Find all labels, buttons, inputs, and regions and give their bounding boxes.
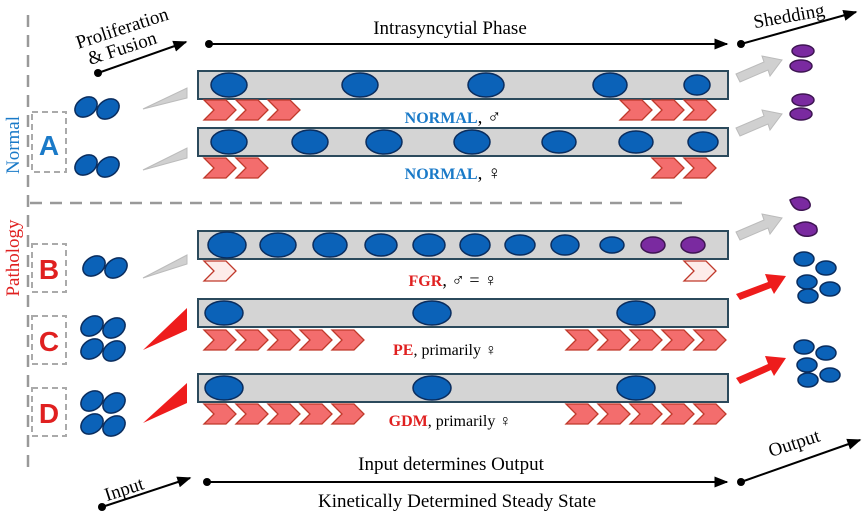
row-c-left-chevron-1 <box>202 329 237 351</box>
input-wedge-b <box>142 254 188 279</box>
row-c-label-rest: , primarily ♀ <box>413 342 497 359</box>
row-d-label-bold: GDM <box>389 413 428 430</box>
shed-nuclei-cd <box>793 339 841 388</box>
group-label-pathology: Pathology <box>3 219 24 297</box>
row-d-right-chevron-2 <box>596 403 631 425</box>
shedding-arrow-b-top <box>735 213 783 241</box>
input-arrow <box>101 476 192 508</box>
row-b-letter: B <box>39 254 59 285</box>
shed-particles-b <box>789 196 818 238</box>
row-b-label: FGR, ♂ = ♀ <box>409 270 498 290</box>
row-d-letter: D <box>39 398 59 429</box>
row-c-right-chevron-4 <box>660 329 695 351</box>
group-label-normal: Normal <box>3 116 24 174</box>
nuclei-row-b <box>207 231 625 259</box>
row-d-letter-box <box>31 387 67 437</box>
input-label: Input <box>102 473 147 506</box>
proliferation-arrow <box>97 40 188 74</box>
row-a-female-left-chevron-2 <box>234 157 269 179</box>
row-b-label-bold: FGR <box>409 273 443 290</box>
row-c-right-chevron-1 <box>564 329 599 351</box>
row-c-letter-box <box>31 315 67 365</box>
row-b-right-chevron-1 <box>682 260 717 282</box>
row-a-female-label-bold: NORMAL <box>405 166 478 183</box>
input-wedge-c <box>143 308 187 350</box>
row-d-right-chevron-3 <box>628 403 663 425</box>
shed-particles-a-female <box>789 93 815 121</box>
row-d-left-chevron-2 <box>234 403 269 425</box>
row-a-female-left-chevron-1 <box>202 157 237 179</box>
row-a-letter: A <box>39 130 59 161</box>
row-a-male-left-chevron-3 <box>266 99 301 121</box>
row-a-male-right-chevron-2 <box>650 99 685 121</box>
row-d-left-chevron-5 <box>330 403 365 425</box>
row-d-left-chevron-3 <box>266 403 301 425</box>
shed-particles-a-male <box>789 44 815 73</box>
chevron-rows <box>202 99 727 425</box>
cell-cluster-a-bottom <box>74 154 120 178</box>
row-b-letter-box <box>31 243 67 293</box>
row-c-right-chevron-5 <box>692 329 727 351</box>
cell-cluster-a-top <box>74 96 120 120</box>
footer-line2: Kinetically Determined Steady State <box>318 491 596 512</box>
row-a-letter-box <box>31 111 67 173</box>
red-arrow-c <box>736 356 786 384</box>
row-c-left-chevron-5 <box>330 329 365 351</box>
row-d-right-chevron-1 <box>564 403 599 425</box>
input-wedge-d <box>143 383 187 423</box>
row-d-left-chevron-1 <box>202 403 237 425</box>
row-a-male-left-chevron-2 <box>234 99 269 121</box>
row-d-left-chevron-4 <box>298 403 333 425</box>
row-c-left-chevron-4 <box>298 329 333 351</box>
footer-line1: Input determines Output <box>358 454 544 475</box>
row-a-female-label-symbol: , ♀ <box>478 163 502 184</box>
row-d-right-chevron-5 <box>692 403 727 425</box>
nuclei-row-a-female <box>210 129 719 155</box>
nuclei-row-a-male <box>210 72 711 98</box>
row-c-left-chevron-2 <box>234 329 269 351</box>
shedding-arrow-a-female <box>735 109 783 137</box>
purple-nuclei-row-b <box>640 236 706 254</box>
row-b-left-chevron-1 <box>202 260 237 282</box>
row-a-male-right-chevron-3 <box>682 99 717 121</box>
shedding-label: Shedding <box>752 0 827 33</box>
row-c-left-chevron-3 <box>266 329 301 351</box>
phase-title: Intrasyncytial Phase <box>373 18 527 39</box>
cell-cluster-d <box>80 390 126 437</box>
row-c-right-chevron-2 <box>596 329 631 351</box>
syncytium-bar-a-male <box>197 70 729 100</box>
input-wedge-a-top <box>142 87 188 110</box>
row-a-female-right-chevron-1 <box>650 157 685 179</box>
row-b-label-rest: , ♂ = ♀ <box>442 270 497 290</box>
shedding-arrow-a-male <box>735 55 783 83</box>
row-a-male-left-chevron-1 <box>202 99 237 121</box>
output-arrow <box>740 438 862 483</box>
nuclei-row-d <box>204 375 656 401</box>
row-c-label: PE, primarily ♀ <box>393 342 497 359</box>
row-d-label: GDM, primarily ♀ <box>389 413 512 430</box>
row-c-right-chevron-3 <box>628 329 663 351</box>
row-d-right-chevron-4 <box>660 403 695 425</box>
nuclei-row-c <box>204 300 656 326</box>
cell-cluster-c <box>80 315 126 362</box>
row-d-label-rest: , primarily ♀ <box>428 413 512 430</box>
shedding-arrow <box>740 9 858 45</box>
row-a-male-right-chevron-1 <box>618 99 653 121</box>
row-a-male-label-symbol: , ♂ <box>478 107 502 128</box>
row-a-female-right-chevron-2 <box>682 157 717 179</box>
input-wedge-a-bottom <box>142 147 188 171</box>
shed-nuclei-b <box>793 251 841 304</box>
cell-cluster-b <box>82 255 128 279</box>
row-a-male-label: NORMAL, ♂ <box>405 107 502 128</box>
red-arrow-b <box>736 274 786 300</box>
row-a-female-label: NORMAL, ♀ <box>405 163 502 184</box>
row-a-male-label-bold: NORMAL <box>405 110 478 127</box>
row-c-letter: C <box>39 326 59 357</box>
row-c-label-bold: PE <box>393 342 413 359</box>
